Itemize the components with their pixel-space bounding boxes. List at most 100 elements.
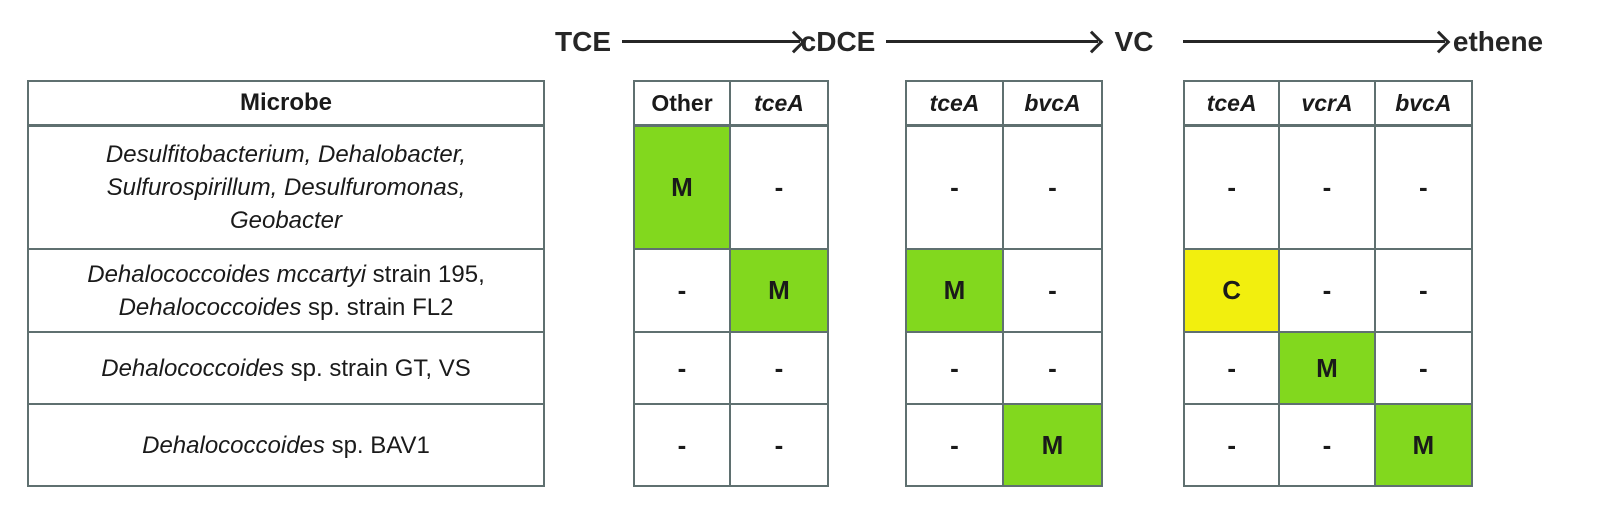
gene-cell-value: -: [677, 275, 687, 305]
gene-cell: -: [635, 403, 731, 485]
gene-cell: -: [1185, 331, 1281, 403]
gene-cell: -: [1375, 331, 1471, 403]
gene-table-vc-to-ethene: tceA vcrA bvcA - - - C - - - M - - - M: [1183, 80, 1473, 487]
gene-cell-value: M: [1041, 429, 1064, 460]
gene-cell: -: [1004, 248, 1101, 331]
gene-column-label: Other: [651, 89, 713, 116]
gene-cell-value: -: [677, 429, 687, 460]
gene-cell-value: -: [774, 352, 784, 383]
gene-cell: M: [1280, 331, 1376, 403]
gene-cell-value: -: [1227, 429, 1236, 460]
microbe-name-segment: sp. strain FL2: [301, 293, 454, 321]
microbe-table-header: Microbe: [29, 82, 543, 127]
gene-cell: -: [731, 127, 827, 248]
microbe-name-segment: Desulfitobacterium, Dehalobacter,: [105, 141, 467, 168]
gene-cell: -: [1004, 331, 1101, 403]
gene-cell: -: [1280, 127, 1376, 248]
gene-column-label: vcrA: [1301, 89, 1353, 116]
gene-cell-value: -: [1418, 352, 1428, 383]
gene-column-header: tceA: [907, 82, 1004, 127]
gene-column-label: bvcA: [1024, 89, 1081, 116]
gene-column-label: tceA: [929, 89, 980, 116]
gene-cell-value: -: [950, 172, 959, 202]
gene-column-label: tceA: [1206, 89, 1257, 116]
gene-column-header: tceA: [1185, 82, 1281, 127]
gene-cell: -: [635, 331, 731, 403]
gene-cell: M: [1004, 403, 1101, 485]
gene-column-header: bvcA: [1004, 82, 1101, 127]
microbe-table: Microbe Desulfitobacterium, Dehalobacter…: [27, 80, 545, 487]
microbe-name-line: Geobacter: [230, 204, 342, 237]
gene-cell-value: -: [1322, 172, 1332, 202]
flow-arrow-icon: [1183, 40, 1445, 43]
microbe-name-line: Desulfitobacterium, Dehalobacter,: [106, 138, 466, 171]
gene-cell-value: -: [950, 429, 959, 460]
gene-cell: -: [1375, 127, 1471, 248]
gene-cell-value: C: [1222, 275, 1242, 305]
gene-cell: M: [907, 248, 1004, 331]
gene-cell: -: [731, 403, 827, 485]
gene-column-header: Other: [635, 82, 731, 127]
gene-cell-value: -: [1227, 352, 1236, 383]
gene-cell-value: -: [677, 352, 687, 383]
compound-label-ethene: ethene: [1452, 26, 1544, 57]
compound-label-vc: VC: [1114, 26, 1154, 57]
gene-cell-value: -: [1048, 352, 1057, 383]
microbe-name-segment: Dehalococcoides: [142, 431, 325, 459]
gene-cell: M: [731, 248, 827, 331]
microbe-row-2: Dehalococcoides mccartyi strain 195, Deh…: [29, 248, 543, 331]
compound-label-cdce: cDCE: [800, 26, 876, 57]
gene-cell: -: [1004, 127, 1101, 248]
gene-cell: -: [907, 127, 1004, 248]
gene-cell-value: -: [1322, 429, 1332, 460]
gene-table-tce-to-cdce: Other tceA M - - M - - - -: [633, 80, 829, 487]
microbe-name-segment: Dehalococcoides mccartyi: [87, 260, 367, 288]
microbe-name-segment: strain 195,: [366, 260, 485, 288]
gene-cell: M: [635, 127, 731, 248]
gene-cell: M: [1375, 403, 1471, 485]
gene-cell-value: -: [1418, 172, 1428, 202]
microbe-name-segment: Sulfurospirillum, Desulfuromonas,: [106, 174, 466, 201]
microbe-name-segment: sp. strain GT, VS: [284, 354, 471, 382]
gene-column-header: tceA: [731, 82, 827, 127]
microbe-name-segment: Geobacter: [229, 207, 343, 234]
microbe-name-line: Dehalococcoides sp. strain FL2: [119, 291, 454, 324]
pathway-flow: TCE cDCE VC ethene: [0, 0, 1600, 78]
gene-cell: -: [1280, 403, 1376, 485]
gene-column-header: vcrA: [1280, 82, 1376, 127]
gene-cell-value: -: [774, 172, 784, 202]
gene-cell-value: -: [774, 429, 784, 460]
flow-arrow-icon: [886, 40, 1098, 43]
microbe-row-4: Dehalococcoides sp. BAV1: [29, 403, 543, 485]
gene-cell-value: -: [1048, 275, 1057, 305]
gene-cell-value: M: [943, 275, 966, 305]
microbe-name-line: Sulfurospirillum, Desulfuromonas,: [107, 171, 466, 204]
gene-cell: -: [907, 403, 1004, 485]
microbe-name-line: Dehalococcoides mccartyi strain 195,: [87, 258, 485, 291]
microbe-name-line: Dehalococcoides sp. BAV1: [142, 429, 430, 462]
gene-cell-value: -: [1048, 172, 1057, 202]
gene-cell-value: M: [1316, 352, 1338, 383]
gene-cell: -: [1375, 248, 1471, 331]
gene-cell-value: -: [1418, 275, 1428, 305]
gene-cell: -: [1280, 248, 1376, 331]
gene-cell-value: -: [950, 352, 959, 383]
gene-cell: -: [907, 331, 1004, 403]
gene-column-header: bvcA: [1375, 82, 1471, 127]
gene-column-label: bvcA: [1395, 89, 1452, 116]
gene-column-label: tceA: [754, 89, 804, 116]
microbe-name-segment: Dehalococcoides: [101, 354, 285, 382]
microbe-name-line: Dehalococcoides sp. strain GT, VS: [101, 352, 471, 385]
gene-cell-value: M: [1412, 429, 1435, 460]
gene-cell-value: M: [768, 275, 790, 305]
gene-cell: -: [1185, 403, 1281, 485]
microbe-row-1: Desulfitobacterium, Dehalobacter, Sulfur…: [29, 127, 543, 248]
gene-cell-value: M: [671, 172, 693, 202]
gene-cell-value: -: [1227, 172, 1236, 202]
flow-arrow-icon: [622, 40, 800, 43]
microbe-row-3: Dehalococcoides sp. strain GT, VS: [29, 331, 543, 403]
gene-cell-value: -: [1322, 275, 1332, 305]
gene-cell: C: [1185, 248, 1281, 331]
gene-cell: -: [635, 248, 731, 331]
